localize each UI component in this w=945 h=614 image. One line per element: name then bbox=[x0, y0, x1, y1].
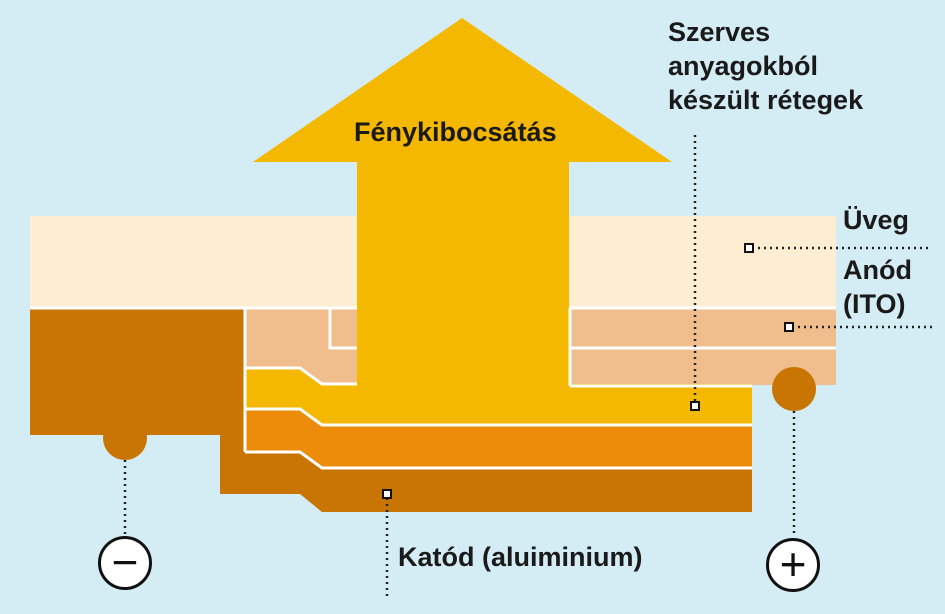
anode-contact-bulb bbox=[772, 367, 816, 411]
cathode-contact bbox=[103, 416, 147, 460]
leader-markers bbox=[382, 243, 794, 499]
organic-label-line-1: Szerves bbox=[668, 17, 771, 47]
organic-layer-middle bbox=[245, 409, 752, 468]
anode-label-line-1: Anód bbox=[843, 255, 912, 285]
layer-separators bbox=[30, 306, 836, 470]
glass-label: Üveg bbox=[843, 205, 910, 235]
negative-terminal-icon: − bbox=[98, 536, 152, 590]
organic-label-line-3: készült rétegek bbox=[668, 85, 864, 115]
anode-label: Anód (ITO) bbox=[843, 253, 912, 321]
cathode-label: Katód (aluiminium) bbox=[398, 542, 643, 572]
light-emission-arrow bbox=[253, 18, 672, 386]
organic-label-line-2: anyagokból bbox=[668, 51, 819, 81]
positive-terminal-icon: + bbox=[766, 538, 820, 592]
organic-layers-label: Szerves anyagokból készült rétegek bbox=[668, 15, 863, 117]
light-emission-label: Fénykibocsátás bbox=[354, 117, 557, 147]
organic-layer-top bbox=[245, 368, 752, 425]
anode-label-line-2: (ITO) bbox=[843, 289, 906, 319]
leader-lines bbox=[123, 135, 932, 600]
